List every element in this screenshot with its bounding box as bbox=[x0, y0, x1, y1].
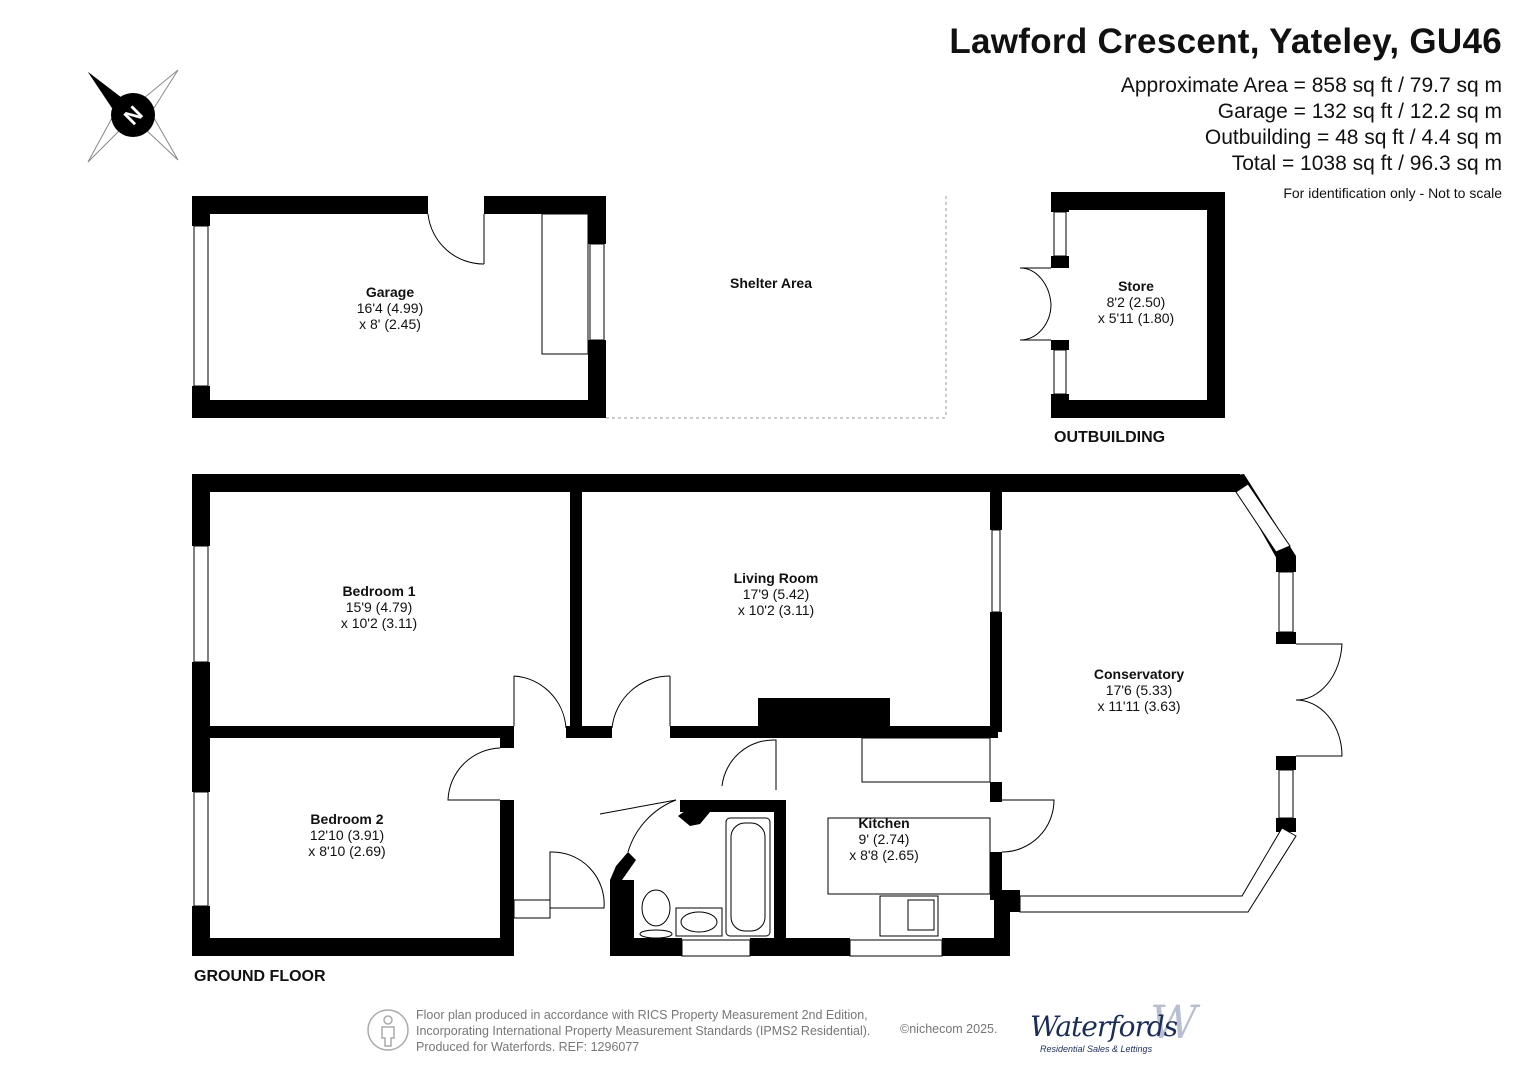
room-dimension: 16'4 (4.99) bbox=[356, 300, 424, 316]
area-total: Total = 1038 sq ft / 96.3 sq m bbox=[1231, 152, 1502, 175]
area-garage: Garage = 132 sq ft / 12.2 sq m bbox=[1217, 100, 1502, 123]
brand-tagline: Residential Sales & Lettings bbox=[1040, 1044, 1153, 1054]
room-dimension: 17'6 (5.33) bbox=[1105, 682, 1173, 698]
room-name: Shelter Area bbox=[730, 275, 812, 291]
footer-line: Incorporating International Property Mea… bbox=[416, 1024, 871, 1038]
disclaimer-text: For identification only - Not to scale bbox=[1283, 185, 1502, 201]
room-dimension: 17'9 (5.42) bbox=[742, 586, 810, 602]
footer-line: Produced for Waterfords. REF: 1296077 bbox=[416, 1040, 640, 1054]
room-dimension: 12'10 (3.91) bbox=[309, 827, 385, 843]
room-dimension: x 5'11 (1.80) bbox=[1097, 310, 1175, 326]
brand-logo: Waterfords bbox=[1030, 1010, 1178, 1043]
floor-label-ground: GROUND FLOOR bbox=[194, 968, 326, 985]
floor-label-outbuilding: OUTBUILDING bbox=[1054, 429, 1166, 446]
room-bedroom-1: Bedroom 1 15'9 (4.79) x 10'2 (3.11) bbox=[341, 583, 417, 631]
room-dimension: x 8' (2.45) bbox=[359, 316, 421, 332]
room-dimension: x 10'2 (3.11) bbox=[340, 615, 418, 631]
room-dimension: x 10'2 (3.11) bbox=[737, 602, 815, 618]
person-icon bbox=[367, 1009, 409, 1051]
area-approximate: Approximate Area = 858 sq ft / 79.7 sq m bbox=[1120, 74, 1502, 97]
room-conservatory: Conservatory 17'6 (5.33) x 11'11 (3.63) bbox=[1094, 666, 1184, 714]
store-walls bbox=[1051, 192, 1225, 418]
brand-logo-mark: W bbox=[1150, 995, 1198, 1049]
garage-walls bbox=[192, 196, 606, 418]
shelter-outline bbox=[606, 196, 947, 419]
room-store: Store 8'2 (2.50) x 5'11 (1.80) bbox=[1098, 278, 1174, 326]
compass-north-icon bbox=[87, 69, 179, 163]
room-dimension: 9' (2.74) bbox=[858, 831, 910, 847]
house-walls bbox=[192, 474, 1240, 956]
room-dimension: 15'9 (4.79) bbox=[345, 599, 413, 615]
store-doors bbox=[1019, 211, 1067, 395]
room-dimension: x 11'11 (3.63) bbox=[1097, 698, 1181, 714]
room-dimension: 8'2 (2.50) bbox=[1106, 294, 1166, 310]
room-name: Conservatory bbox=[1093, 666, 1185, 682]
room-kitchen: Kitchen 9' (2.74) x 8'8 (2.65) bbox=[849, 815, 919, 863]
footer-line: Floor plan produced in accordance with R… bbox=[416, 1008, 868, 1022]
garage-windows bbox=[193, 225, 605, 387]
room-name: Bedroom 1 bbox=[342, 583, 416, 599]
room-name: Living Room bbox=[733, 570, 819, 586]
bathroom-fixtures bbox=[639, 817, 939, 939]
conservatory-bay bbox=[1019, 474, 1343, 913]
house-doors bbox=[447, 675, 1055, 909]
room-dimension: x 8'10 (2.69) bbox=[308, 843, 386, 859]
room-name: Garage bbox=[365, 284, 415, 300]
area-outbuilding: Outbuilding = 48 sq ft / 4.4 sq m bbox=[1204, 126, 1502, 149]
copyright-text: ©nichecom 2025. bbox=[900, 1022, 998, 1036]
room-living-room: Living Room 17'9 (5.42) x 10'2 (3.11) bbox=[734, 570, 819, 618]
room-dimension: x 8'8 (2.65) bbox=[849, 847, 919, 863]
room-name: Kitchen bbox=[858, 815, 910, 831]
room-garage: Garage 16'4 (4.99) x 8' (2.45) bbox=[357, 284, 424, 332]
page-title: Lawford Crescent, Yateley, GU46 bbox=[949, 22, 1502, 61]
room-name: Bedroom 2 bbox=[310, 811, 384, 827]
room-name: Store bbox=[1118, 278, 1154, 294]
room-bedroom-2: Bedroom 2 12'10 (3.91) x 8'10 (2.69) bbox=[308, 811, 385, 859]
garage-door bbox=[427, 213, 589, 355]
footer-note: Floor plan produced in accordance with R… bbox=[416, 1007, 870, 1055]
house-windows bbox=[193, 529, 1001, 957]
room-shelter: Shelter Area bbox=[730, 275, 812, 291]
